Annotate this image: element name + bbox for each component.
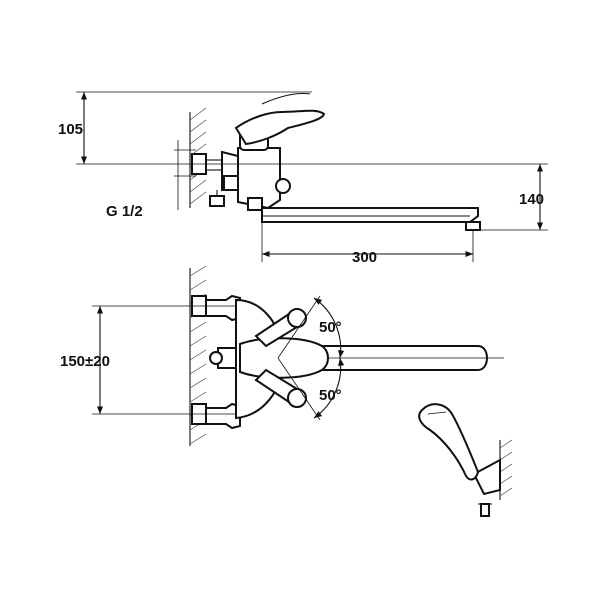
mounting-screw bbox=[480, 503, 490, 517]
handle-rotated-upper bbox=[254, 308, 307, 348]
handle-top-edge bbox=[261, 92, 311, 105]
dim-150-label: 150±20 bbox=[60, 353, 110, 370]
thread-label: G 1/2 bbox=[106, 203, 143, 220]
side-view: 105 140 300 G 1/2 bbox=[58, 91, 548, 266]
connection-upper bbox=[191, 294, 241, 322]
angle-lower-label: 50° bbox=[319, 387, 342, 404]
lever-handle-side bbox=[234, 109, 326, 146]
shower-head bbox=[418, 403, 480, 481]
hand-shower bbox=[418, 403, 513, 517]
spout-side bbox=[261, 207, 481, 231]
dim-300-label: 300 bbox=[352, 249, 377, 266]
shower-holder bbox=[472, 458, 501, 496]
wall-connection bbox=[191, 150, 239, 207]
dim-140-label: 140 bbox=[519, 191, 544, 208]
handle-rotated-lower bbox=[254, 368, 307, 408]
connection-lower bbox=[191, 402, 241, 430]
angle-upper-label: 50° bbox=[319, 319, 342, 336]
top-view: 50° 50° 150±20 bbox=[60, 265, 504, 446]
lever-handle-top bbox=[239, 337, 329, 379]
dim-105-label: 105 bbox=[58, 121, 83, 138]
